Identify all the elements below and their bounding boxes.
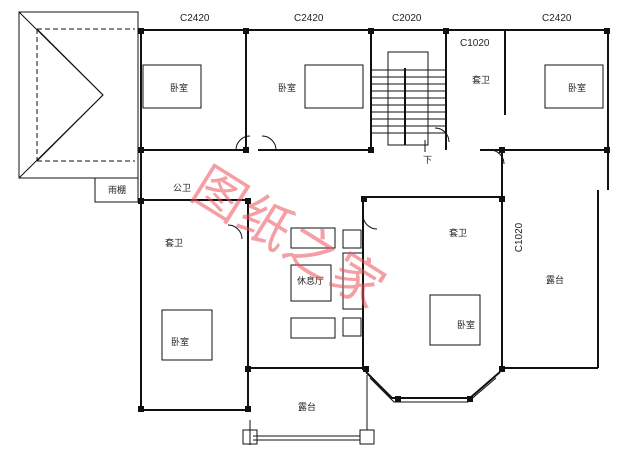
room-label-public-bath: 公卫 <box>173 184 192 194</box>
staircase <box>371 51 446 152</box>
room-label-bath: 套卫 <box>472 76 491 86</box>
window-code: C2020 <box>392 13 422 24</box>
roof-outline <box>18 11 139 179</box>
window-code: C2420 <box>180 13 210 24</box>
columns <box>138 28 610 412</box>
canopy <box>94 177 139 203</box>
room-label-bedroom: 卧室 <box>568 84 587 94</box>
door-swings <box>227 127 505 240</box>
lounge-furniture <box>290 227 364 339</box>
room-label-bath: 套卫 <box>449 229 468 239</box>
room-label-bedroom: 卧室 <box>457 321 476 331</box>
room-label-bath: 套卫 <box>165 239 184 249</box>
window-code: C1020 <box>514 222 526 253</box>
stair-down-label: 下 <box>423 156 433 166</box>
room-label-lounge: 休息厅 <box>297 277 325 287</box>
window-code: C2420 <box>542 13 572 24</box>
room-label-bedroom: 卧室 <box>170 84 189 94</box>
bay-window <box>365 371 501 399</box>
room-label-canopy: 雨棚 <box>108 186 127 196</box>
window-code: C2420 <box>294 13 324 24</box>
room-label-bedroom: 卧室 <box>278 84 297 94</box>
terrace-rail <box>242 375 375 445</box>
room-label-bedroom: 卧室 <box>171 338 190 348</box>
room-label-terrace: 露台 <box>298 403 317 413</box>
exterior-walls <box>138 29 609 411</box>
room-label-terrace: 露台 <box>546 276 565 286</box>
beds <box>142 64 604 361</box>
window-code: C1020 <box>460 38 490 49</box>
